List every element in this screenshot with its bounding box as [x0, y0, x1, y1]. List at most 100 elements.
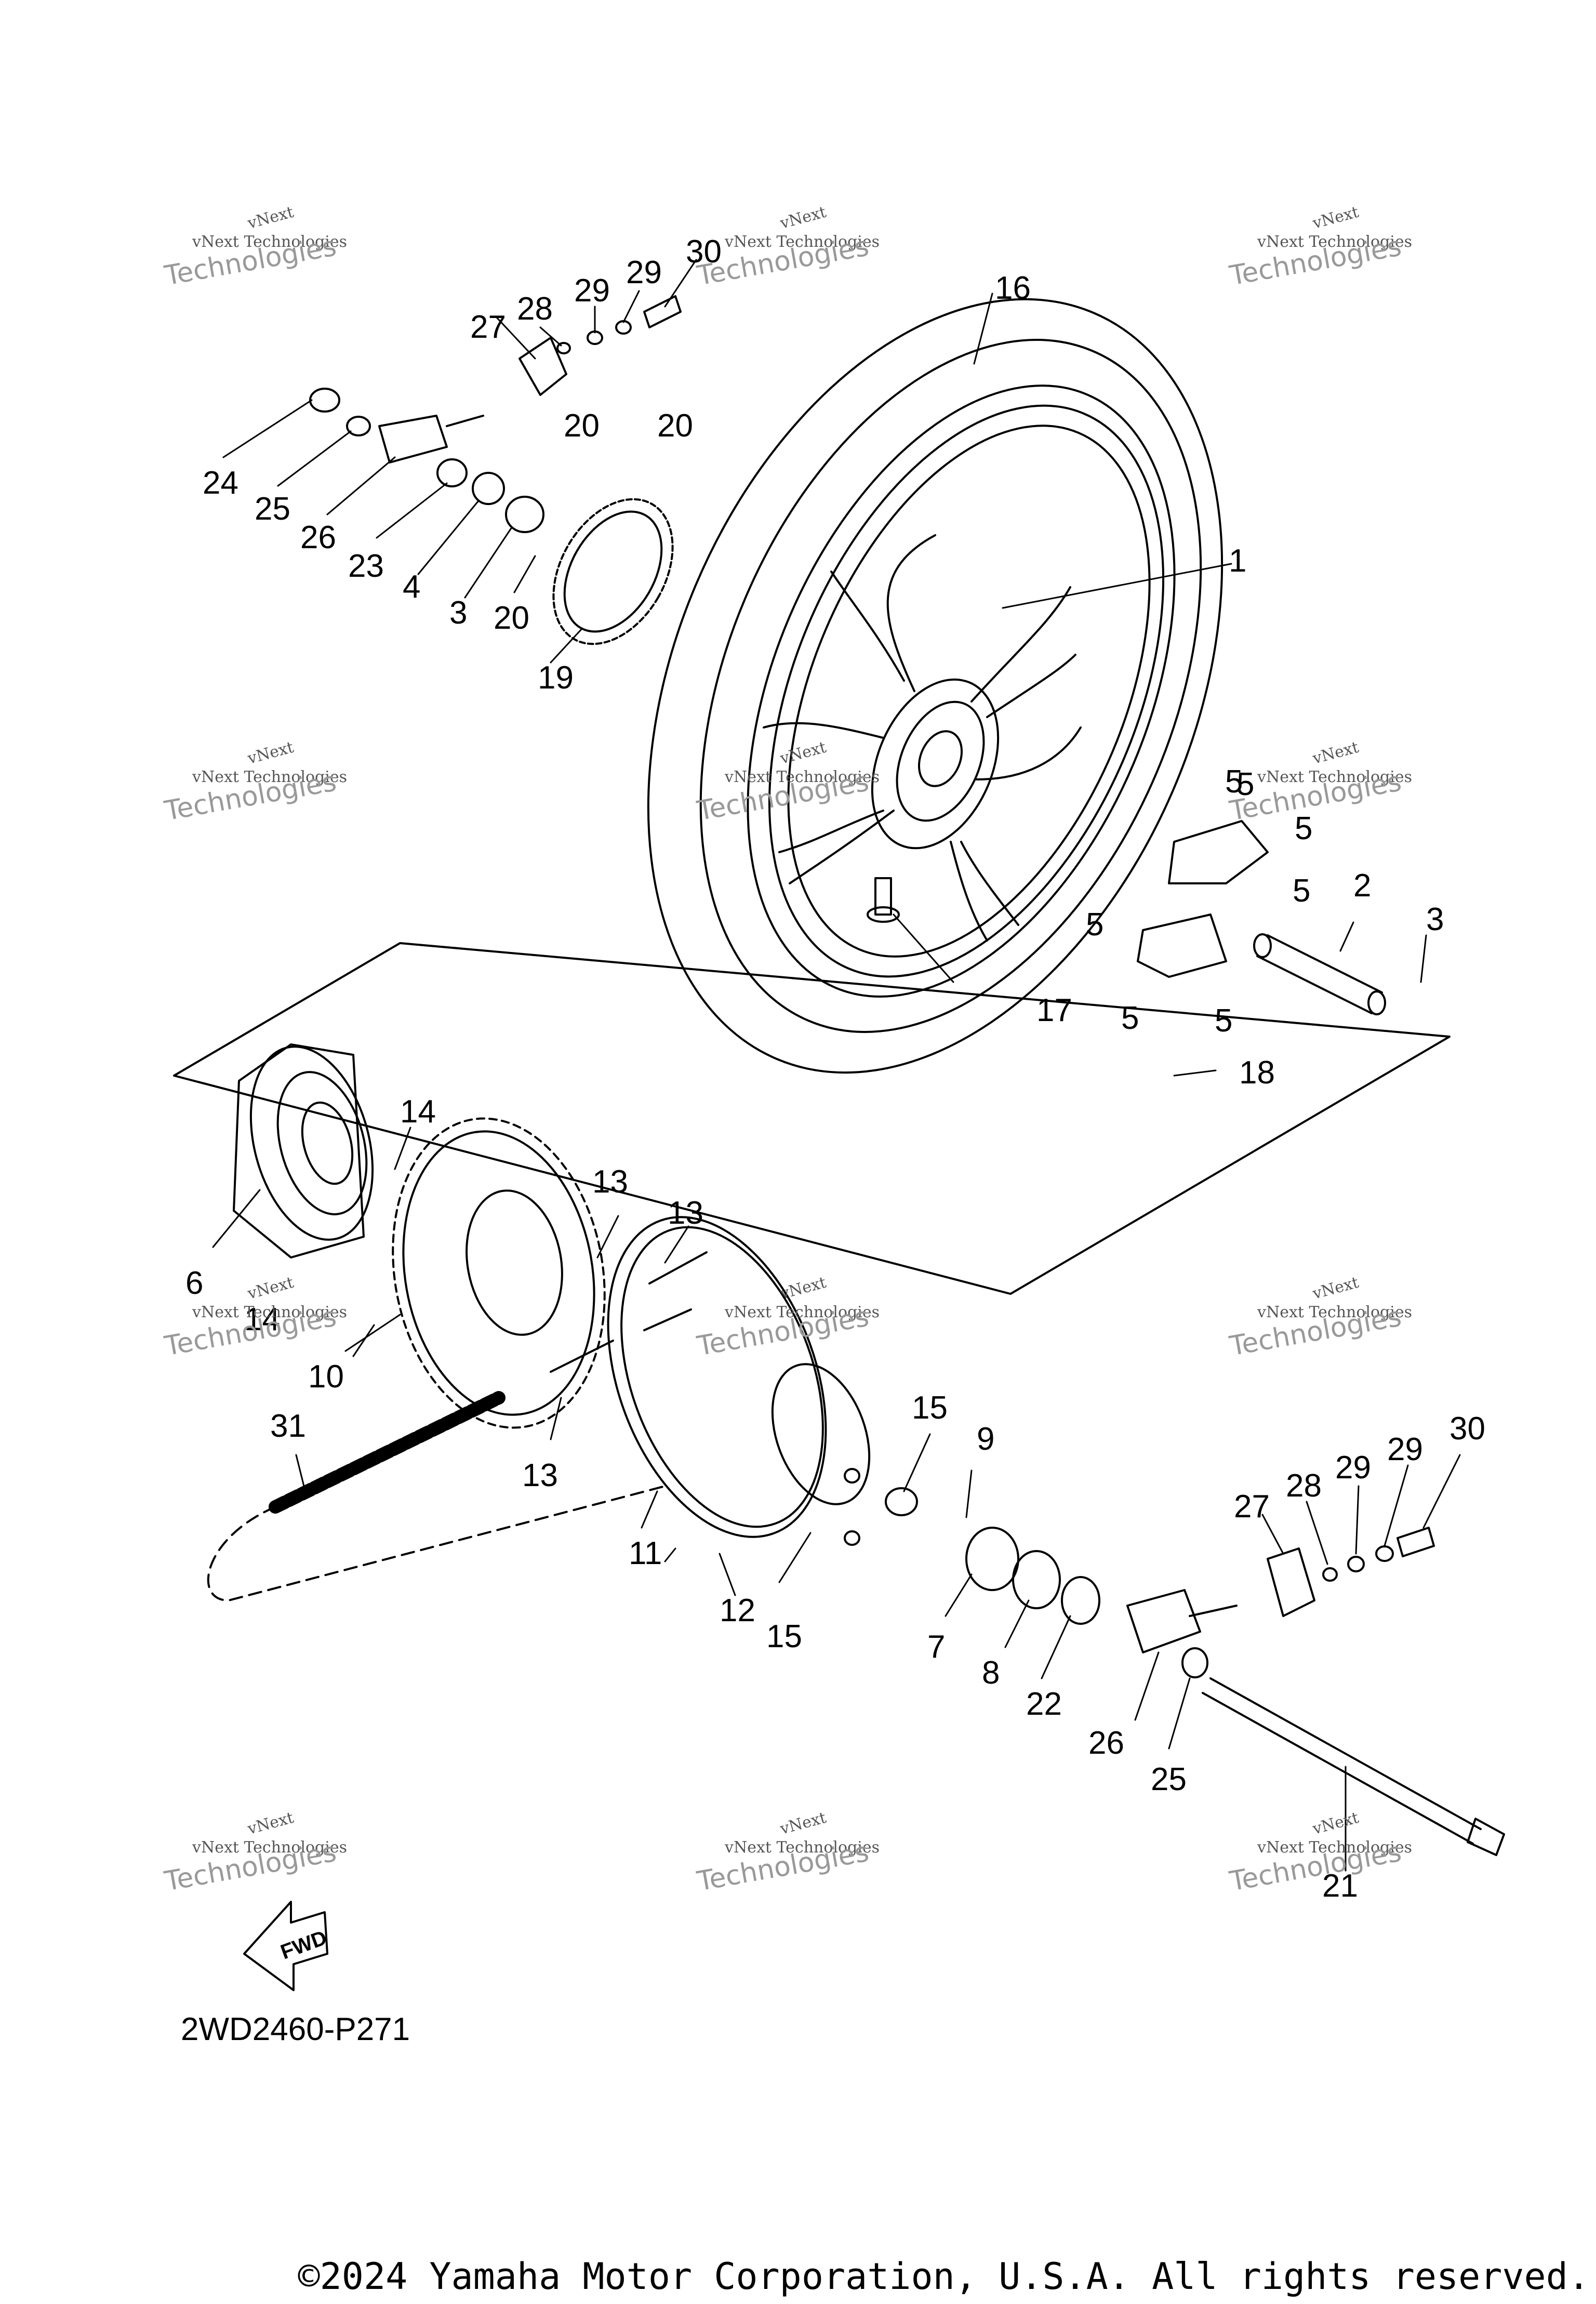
leader-lines: [212, 259, 1461, 1872]
callout: 5: [1086, 907, 1103, 943]
svg-text:vNext Technologies: vNext Technologies: [192, 1838, 347, 1857]
svg-text:vNext: vNext: [245, 738, 296, 768]
callout: 21: [1322, 1868, 1358, 1904]
callout: 23: [348, 548, 384, 584]
callout: 27: [470, 309, 506, 345]
callout: 15: [912, 1390, 948, 1426]
callout: 2: [1353, 868, 1371, 904]
callout: 14: [244, 1302, 280, 1338]
watermark: vNext vNext Technologies Technologies: [695, 203, 880, 292]
callout: 5: [1121, 1000, 1139, 1036]
callout-labels: 1 2 3 3 4 5 5 5 5 5 5 5 6 7 8 9 10 11 12…: [185, 234, 1485, 1904]
callout: 19: [538, 660, 574, 696]
drive-chain-drawing: [207, 1391, 666, 1601]
callout: 13: [668, 1195, 703, 1231]
callout: 25: [255, 491, 290, 527]
fwd-arrow-icon: [243, 1901, 328, 1991]
collar-drawing: [1253, 933, 1386, 1015]
sprocket-drawing: [392, 1117, 606, 1429]
callout: 29: [574, 273, 610, 309]
callout: 3: [449, 595, 467, 631]
callout: 3: [1426, 902, 1444, 937]
rear-hub-drawing: [233, 1043, 374, 1259]
svg-text:vNext: vNext: [245, 1274, 296, 1303]
svg-text:vNext Technologies: vNext Technologies: [1257, 1838, 1412, 1857]
svg-text:vNext Technologies: vNext Technologies: [724, 768, 880, 786]
watermark: vNext vNext Technologies Technologies: [1227, 1809, 1412, 1898]
callout: 5: [1236, 766, 1254, 802]
svg-text:vNext Technologies: vNext Technologies: [192, 1303, 347, 1321]
svg-text:vNext: vNext: [778, 203, 828, 233]
diagram-code: 2WD2460-P271: [181, 2011, 410, 2047]
svg-text:vNext: vNext: [1310, 1809, 1361, 1838]
copyright-notice: ©2024 Yamaha Motor Corporation, U.S.A. A…: [298, 2255, 1590, 2298]
callout: 8: [982, 1655, 1000, 1691]
sprocket-cover-drawing: [607, 1216, 871, 1538]
left-side-small-parts-drawing: [309, 295, 682, 645]
callout: 11: [629, 1535, 662, 1571]
callout: 20: [494, 600, 529, 636]
damper-rubbers-drawing: [1137, 820, 1269, 978]
callout: 5: [1295, 811, 1312, 846]
fwd-label: FWD: [277, 1926, 330, 1964]
callout: 20: [657, 408, 693, 444]
callout: 17: [1036, 992, 1072, 1028]
callout: 25: [1151, 1762, 1187, 1797]
callout: 1: [1229, 543, 1246, 579]
callout: 28: [1286, 1468, 1322, 1504]
svg-text:vNext Technologies: vNext Technologies: [192, 768, 347, 786]
callout: 5: [1293, 873, 1310, 909]
watermark: vNext vNext Technologies Technologies: [695, 738, 880, 827]
callout: 15: [766, 1619, 802, 1654]
svg-text:vNext Technologies: vNext Technologies: [724, 1838, 880, 1857]
svg-text:vNext: vNext: [778, 738, 828, 768]
callout: 29: [626, 255, 662, 290]
callout: 14: [400, 1094, 436, 1130]
callout: 30: [686, 234, 722, 270]
watermark: vNext vNext Technologies Technologies: [695, 1809, 880, 1898]
wheel-rim-drawing: [747, 385, 1176, 998]
callout: 18: [1239, 1055, 1275, 1091]
callout: 9: [977, 1421, 994, 1457]
watermark: vNext vNext Technologies Technologies: [1227, 203, 1412, 292]
callout: 5: [1215, 1003, 1232, 1039]
right-side-small-parts-drawing: [550, 1251, 1435, 1678]
callout: 16: [995, 270, 1031, 306]
svg-text:vNext: vNext: [1310, 203, 1361, 233]
callout: 26: [300, 520, 336, 555]
svg-text:vNext: vNext: [778, 1274, 828, 1303]
callout: 30: [1449, 1411, 1485, 1447]
svg-text:vNext Technologies: vNext Technologies: [1257, 768, 1412, 786]
svg-text:vNext: vNext: [1310, 738, 1361, 768]
callout: 27: [1234, 1489, 1270, 1525]
callout: 22: [1026, 1686, 1062, 1722]
watermark: vNext vNext Technologies Technologies: [1227, 738, 1412, 827]
callout: 31: [270, 1408, 306, 1444]
callout: 5: [1225, 764, 1243, 800]
callout: 28: [517, 291, 553, 327]
axle-drawing: [1202, 1677, 1505, 1856]
svg-text:vNext Technologies: vNext Technologies: [1257, 233, 1412, 251]
svg-text:vNext: vNext: [245, 203, 296, 233]
svg-text:vNext: vNext: [245, 1809, 296, 1838]
callout: 29: [1387, 1432, 1423, 1467]
callout: 29: [1335, 1450, 1371, 1486]
watermark: vNext vNext Technologies Technologies: [162, 203, 347, 292]
callout: 6: [185, 1265, 203, 1301]
callout: 24: [203, 465, 238, 501]
svg-text:vNext Technologies: vNext Technologies: [724, 1303, 880, 1321]
callout: 12: [720, 1593, 755, 1628]
assembly-outline: [173, 942, 1451, 1295]
callout: 7: [927, 1629, 945, 1665]
callout: 4: [403, 569, 420, 605]
callout: 26: [1088, 1725, 1124, 1761]
watermark: vNext vNext Technologies Technologies: [1227, 1274, 1412, 1362]
svg-text:vNext Technologies: vNext Technologies: [724, 233, 880, 251]
rear-tire-drawing: [647, 298, 1223, 1074]
watermark: vNext vNext Technologies Technologies: [162, 738, 347, 827]
watermark: vNext vNext Technologies Technologies: [162, 1809, 347, 1898]
callout: 20: [564, 408, 600, 444]
svg-text:vNext Technologies: vNext Technologies: [1257, 1303, 1412, 1321]
